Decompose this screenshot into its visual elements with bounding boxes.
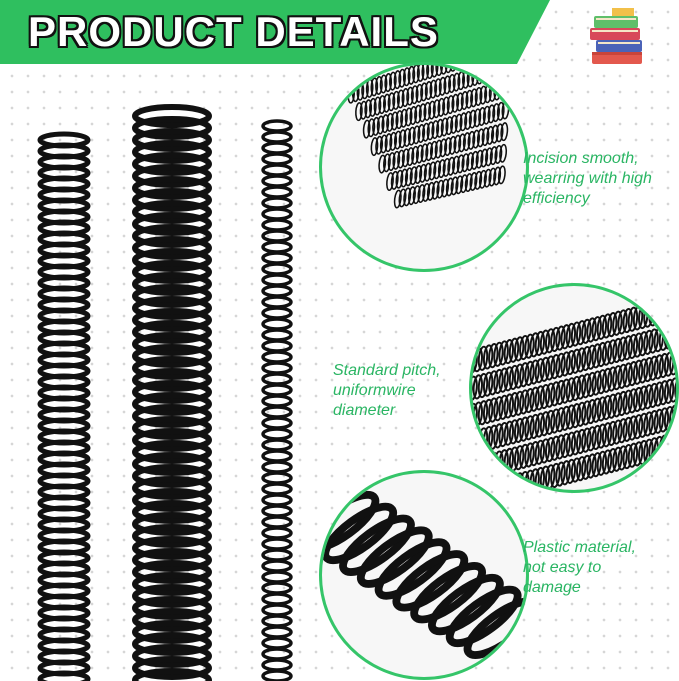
caption-line: not easy to <box>523 559 602 576</box>
caption-line: diameter <box>333 402 396 419</box>
caption-line: Incision smooth, <box>523 150 639 167</box>
feature-caption-material: Plastic material, not easy to damage <box>523 538 636 598</box>
caption-line: uniformwire <box>333 382 416 399</box>
page-title: PRODUCT DETAILS <box>28 8 439 55</box>
feature-circle-material <box>319 470 529 680</box>
header-banner <box>0 0 550 64</box>
caption-line: Plastic material, <box>523 539 636 556</box>
caption-line: Standard pitch, <box>333 362 441 379</box>
feature-caption-pitch: Standard pitch, uniformwire diameter <box>333 361 441 421</box>
books-stack-icon <box>590 8 642 64</box>
caption-line: wearring with high <box>523 170 652 187</box>
feature-circle-incision <box>319 62 529 272</box>
feature-caption-incision: Incision smooth, wearring with high effi… <box>523 149 652 209</box>
caption-line: damage <box>523 579 581 596</box>
feature-circle-pitch <box>469 283 679 493</box>
product-spiral-coils-image <box>37 104 293 681</box>
caption-line: efficiency <box>523 190 590 207</box>
